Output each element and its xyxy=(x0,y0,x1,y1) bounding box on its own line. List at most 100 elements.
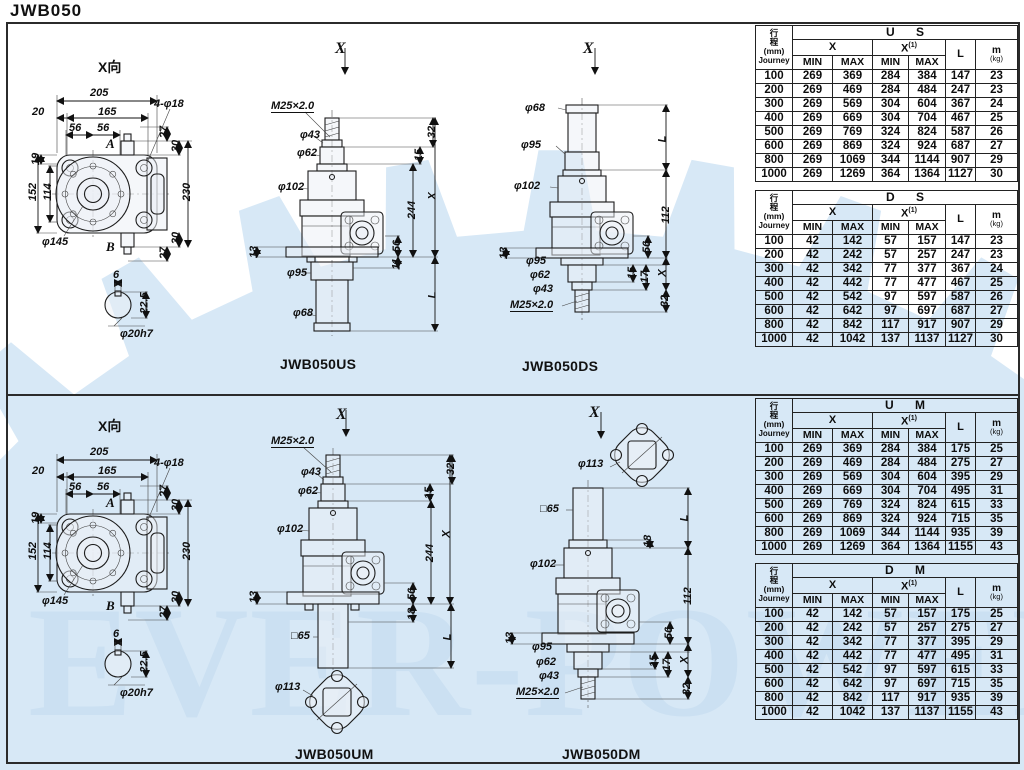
value-cell: 35 xyxy=(974,676,1019,692)
dim-label: φ20h7 xyxy=(120,687,153,699)
value-cell: 769 xyxy=(832,497,873,513)
value-cell: 587 xyxy=(945,124,976,140)
value-cell: 24 xyxy=(974,261,1019,277)
value-cell: 257 xyxy=(908,620,946,636)
dim-label: M25×2.0 xyxy=(516,686,560,699)
value-cell: 284 xyxy=(872,68,909,84)
dim-label: M25×2.0 xyxy=(510,299,554,312)
value-cell: 377 xyxy=(908,261,946,277)
value-cell: 23 xyxy=(974,247,1019,263)
dimension-table: 行 程 (mm) Journey U S X X(1) L m(kg) xyxy=(755,25,1019,182)
value-cell: 42 xyxy=(792,606,833,622)
col-x-header: X xyxy=(792,577,873,594)
value-cell: 142 xyxy=(832,233,873,249)
dim-label: 32 xyxy=(445,462,458,476)
journey-cell: 200 xyxy=(755,82,793,98)
journey-cell: 300 xyxy=(755,634,793,650)
dim-label: φ102 xyxy=(277,523,304,535)
value-cell: 117 xyxy=(872,317,909,333)
value-cell: 175 xyxy=(945,441,976,457)
value-cell: 484 xyxy=(908,82,946,98)
value-cell: 269 xyxy=(792,441,833,457)
value-cell: 704 xyxy=(908,110,946,126)
journey-cell: 1000 xyxy=(755,704,793,720)
dim-label: X xyxy=(440,530,453,538)
value-cell: 344 xyxy=(872,152,909,168)
value-cell: 269 xyxy=(792,483,833,499)
value-cell: 269 xyxy=(792,497,833,513)
value-cell: 907 xyxy=(945,152,976,168)
value-cell: 1144 xyxy=(908,152,946,168)
front-view-drawing xyxy=(34,95,192,327)
dim-label: φ43 xyxy=(300,129,320,141)
journey-cell: 500 xyxy=(755,124,793,140)
value-cell: 30 xyxy=(974,331,1019,347)
dim-label: 56 xyxy=(97,481,110,493)
dim-label: 112 xyxy=(659,206,672,224)
dim-label: 27 xyxy=(158,246,171,260)
dm-elevation-panel: X φ113 □65 18 L φ102 112 56 13 φ95 φ62 φ… xyxy=(470,400,730,768)
col-m-header: m(kg) xyxy=(974,577,1019,608)
value-cell: 395 xyxy=(945,634,976,650)
value-cell: 869 xyxy=(832,511,873,527)
journey-cell: 800 xyxy=(755,317,793,333)
dim-label: φ43 xyxy=(533,283,553,295)
value-cell: 1042 xyxy=(832,331,873,347)
journey-header-en: Journey xyxy=(758,56,790,66)
value-cell: 377 xyxy=(908,634,946,650)
journey-cell: 500 xyxy=(755,497,793,513)
dim-label: φ145 xyxy=(42,595,69,607)
dim-label: 17 xyxy=(661,658,674,672)
dim-label: φ62 xyxy=(536,656,556,668)
dim-label: φ113 xyxy=(578,458,604,470)
value-cell: 25 xyxy=(974,441,1019,457)
dim-label: 22.5 xyxy=(138,651,151,673)
value-cell: 42 xyxy=(792,648,833,664)
dim-label: 32 xyxy=(426,125,439,139)
value-cell: 42 xyxy=(792,317,833,333)
value-cell: 715 xyxy=(945,511,976,527)
journey-header-en: Journey xyxy=(758,221,790,231)
value-cell: 1144 xyxy=(908,525,946,541)
value-cell: 23 xyxy=(974,68,1019,84)
value-cell: 384 xyxy=(908,441,946,457)
journey-cell: 600 xyxy=(755,511,793,527)
journey-header-zh2: 程 xyxy=(769,410,779,421)
value-cell: 269 xyxy=(792,511,833,527)
value-cell: 137 xyxy=(872,331,909,347)
journey-header-en: Journey xyxy=(758,429,790,439)
col-max-header: MAX xyxy=(908,427,946,443)
value-cell: 669 xyxy=(832,483,873,499)
dim-label: 114 xyxy=(41,183,54,201)
dim-label: φ95 xyxy=(532,641,552,653)
value-cell: 824 xyxy=(908,124,946,140)
table-title: U M xyxy=(791,398,1019,413)
ds-elevation-drawing xyxy=(502,48,670,322)
value-cell: 269 xyxy=(792,96,833,112)
value-cell: 369 xyxy=(832,68,873,84)
value-cell: 269 xyxy=(792,539,833,555)
journey-header-zh2: 程 xyxy=(769,202,779,213)
value-cell: 395 xyxy=(945,469,976,485)
value-cell: 669 xyxy=(832,110,873,126)
table-title: U S xyxy=(791,25,1019,40)
value-cell: 467 xyxy=(945,275,976,291)
value-cell: 42 xyxy=(792,634,833,650)
jack-silhouette xyxy=(535,98,634,322)
value-cell: 304 xyxy=(872,96,909,112)
value-cell: 27 xyxy=(974,620,1019,636)
journey-cell: 300 xyxy=(755,469,793,485)
value-cell: 442 xyxy=(832,648,873,664)
value-cell: 97 xyxy=(872,289,909,305)
front-view-drawing xyxy=(34,454,192,686)
